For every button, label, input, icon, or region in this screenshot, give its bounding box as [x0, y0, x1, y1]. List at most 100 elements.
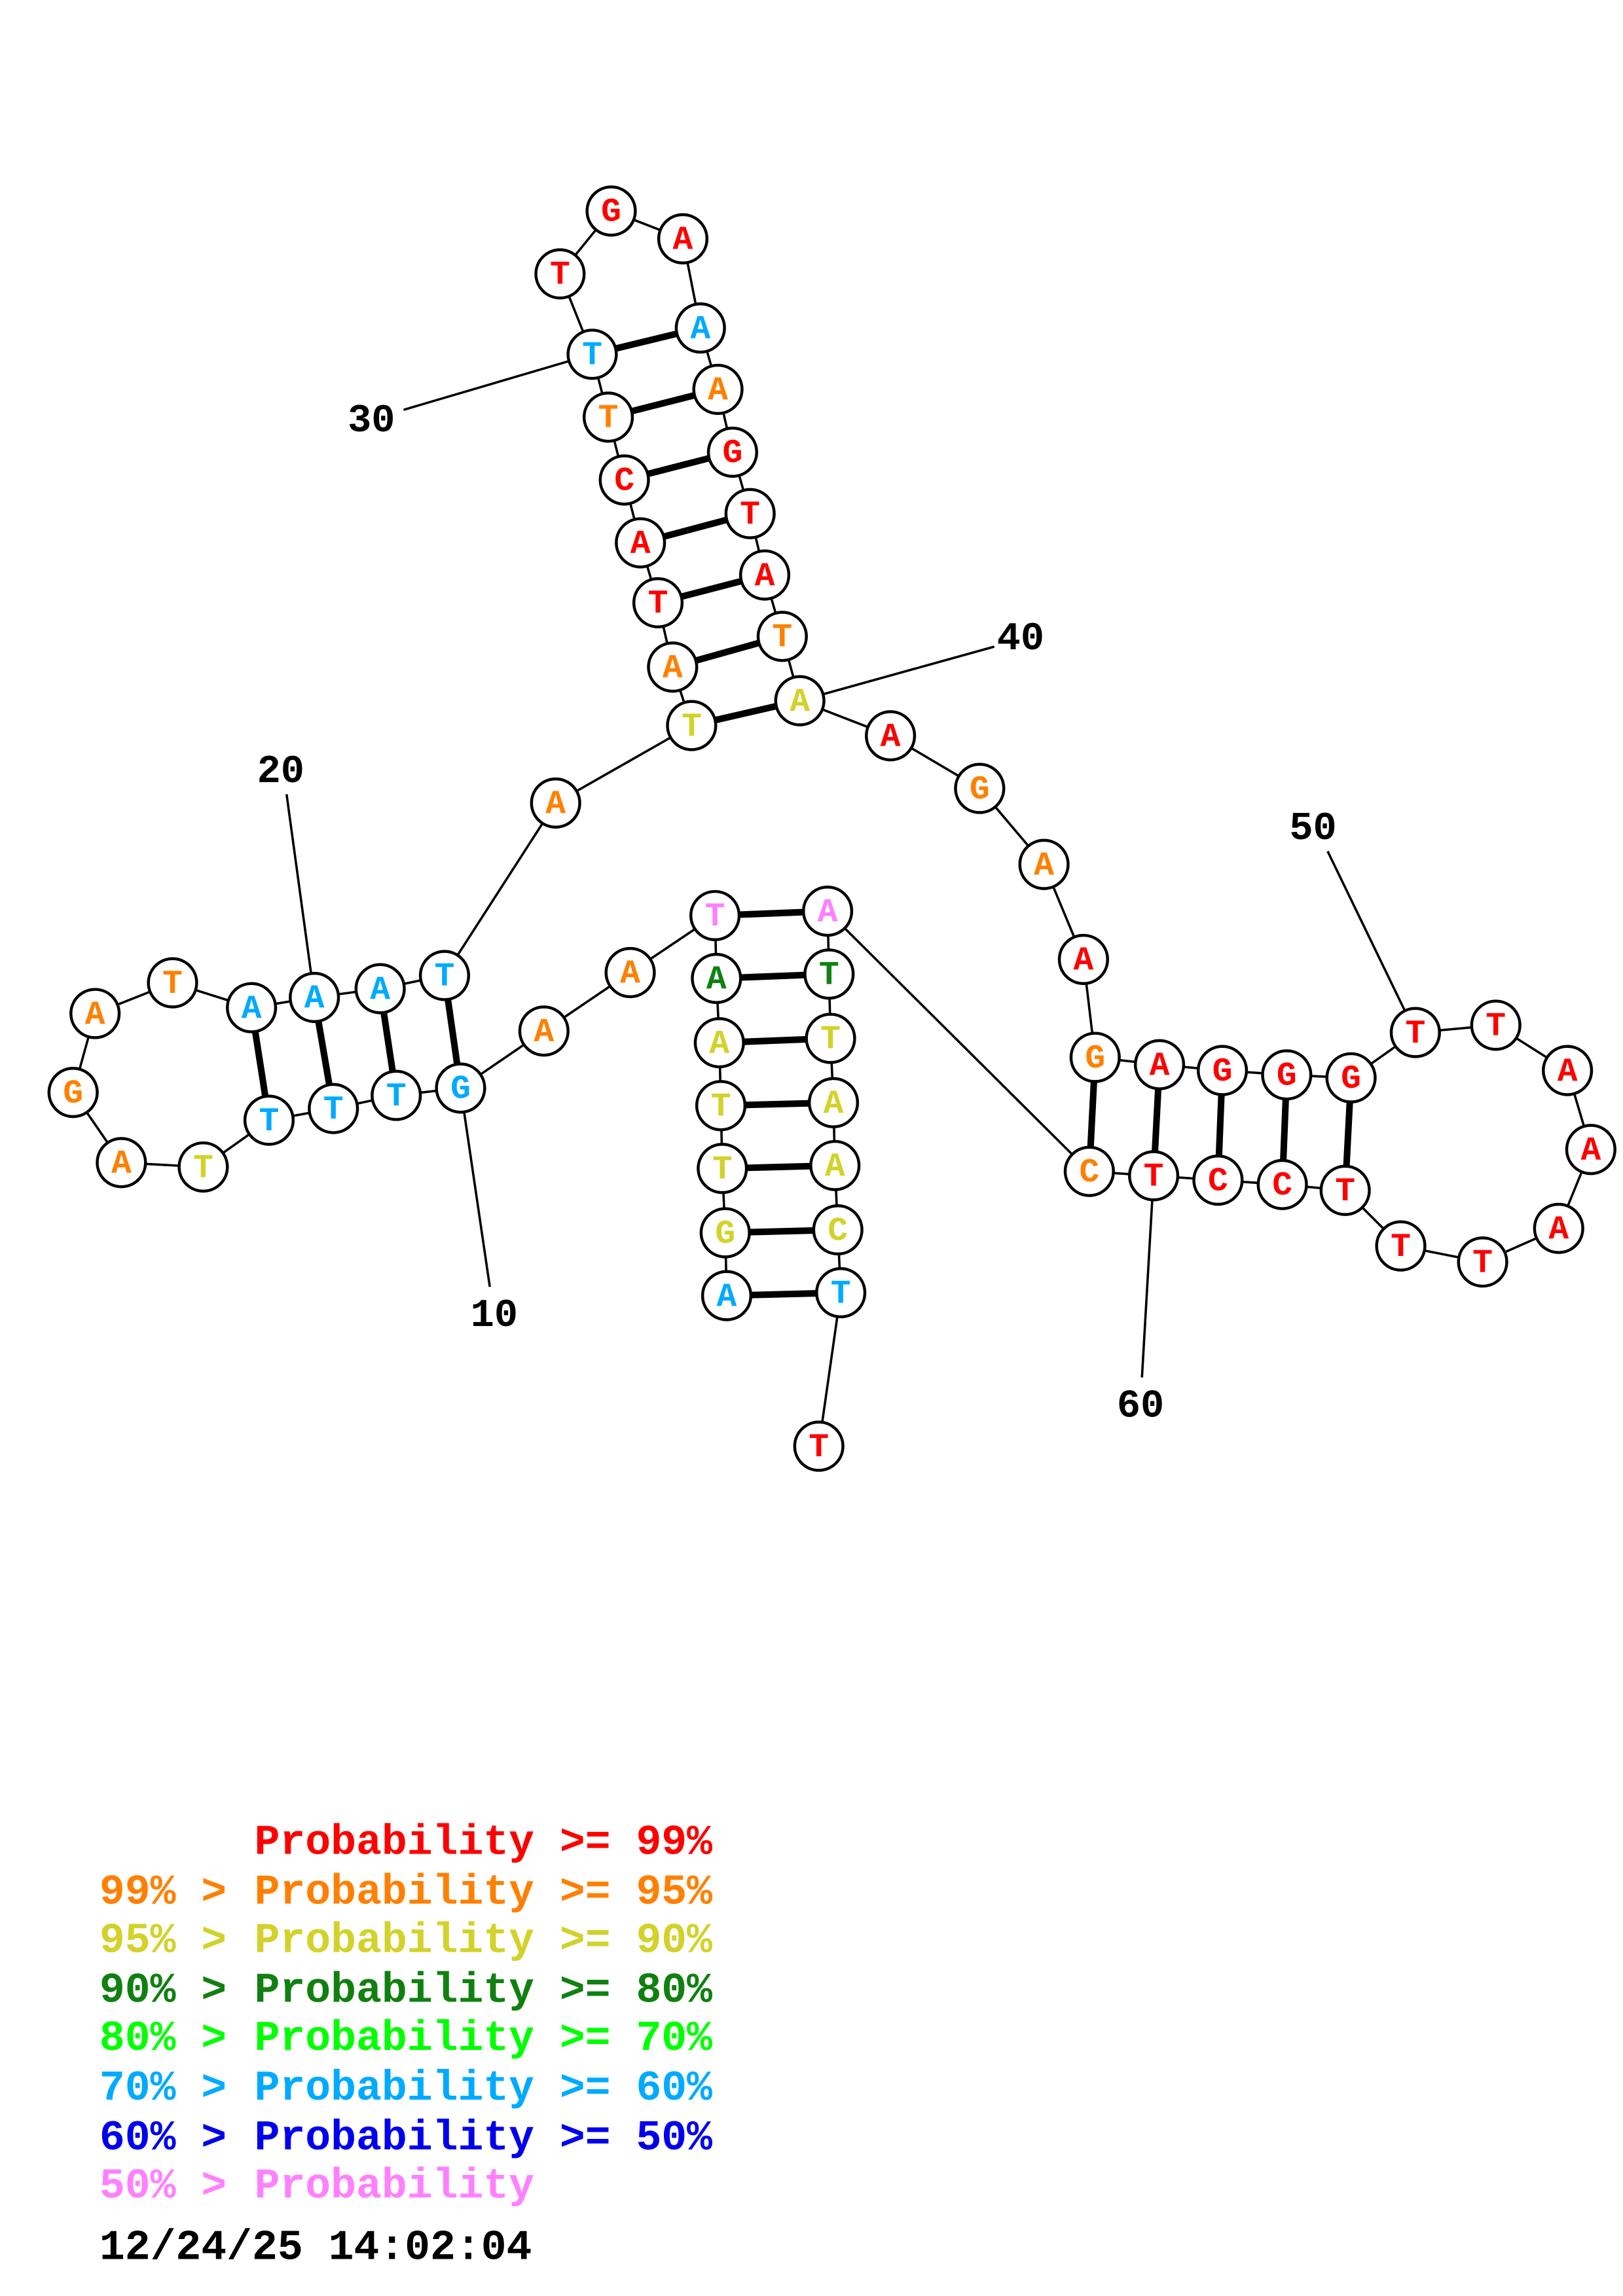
- nucleotide: A: [1565, 1124, 1616, 1175]
- nucleotide-circle: [615, 517, 666, 569]
- nucleotide-letter: T: [712, 1151, 733, 1189]
- nucleotide-letter: T: [1335, 1173, 1355, 1211]
- legend-entry: 80% > Probability >= 70%: [100, 2015, 712, 2063]
- nucleotide-letter: T: [1391, 1229, 1411, 1266]
- nucleotide-circle: [657, 213, 709, 264]
- nucleotide: T: [582, 391, 634, 443]
- nucleotide: A: [1533, 1202, 1584, 1254]
- nucleotide-circle: [805, 1013, 856, 1064]
- nucleotide-circle: [701, 1270, 753, 1321]
- nucleotide-letter: G: [722, 435, 742, 473]
- nucleotide-letter: A: [242, 990, 262, 1028]
- position-label: 40: [997, 617, 1044, 662]
- nucleotide-circle: [706, 426, 758, 478]
- nucleotide-circle: [1256, 1158, 1308, 1210]
- nucleotide-circle: [1389, 1007, 1441, 1058]
- nucleotide-letter: A: [545, 785, 566, 823]
- nucleotide-letter: G: [1085, 1040, 1105, 1078]
- nucleotide-circle: [69, 988, 121, 1039]
- nucleotide-circle: [1261, 1049, 1313, 1101]
- nucleotide-letter: C: [614, 463, 634, 501]
- nucleotide-circle: [739, 549, 791, 601]
- nucleotide-letter: G: [1277, 1058, 1297, 1096]
- nucleotide-letter: A: [755, 558, 775, 596]
- nucleotide: G: [1325, 1052, 1377, 1103]
- nucleotide-circle: [566, 329, 618, 380]
- nucleotide-circle: [418, 950, 471, 1001]
- timestamp: 12/24/25 14:02:04: [100, 2224, 532, 2272]
- nucleotide: T: [418, 950, 471, 1001]
- nucleotide-circle: [308, 1083, 359, 1134]
- legend-text: Probability >= 50%: [255, 2115, 713, 2162]
- nucleotide-circle: [530, 777, 581, 829]
- nucleotide-letter: G: [1341, 1060, 1361, 1098]
- nucleotide-circle: [1063, 1145, 1115, 1197]
- nucleotide: T: [243, 1094, 295, 1146]
- nucleotide-circle: [1325, 1052, 1377, 1103]
- legend-text: Probability >= 90%: [255, 1917, 713, 1965]
- nucleotide-circle: [689, 889, 741, 941]
- nucleotide-letter: A: [534, 1014, 554, 1052]
- nucleotide: A: [739, 549, 791, 601]
- legend-prefix: 50% >: [100, 2163, 252, 2211]
- nucleotide-circle: [289, 971, 340, 1024]
- nucleotide: A: [801, 886, 854, 937]
- nucleotide-circle: [632, 577, 684, 629]
- nucleotide: A: [701, 1270, 753, 1321]
- nucleotide: T: [1457, 1236, 1508, 1288]
- nucleotide-letter: A: [630, 526, 651, 564]
- nucleotide: T: [689, 889, 741, 941]
- nucleotide: T: [756, 611, 808, 662]
- nucleotide-circle: [724, 488, 776, 539]
- legend-entry: 70% > Probability >= 60%: [100, 2065, 712, 2113]
- position-leader-line: [285, 794, 316, 998]
- nucleotide-letter: A: [1073, 942, 1093, 980]
- nucleotide: T: [147, 957, 198, 1009]
- nucleotide-letter: A: [824, 1085, 844, 1123]
- nucleotide-letter: A: [825, 1148, 845, 1186]
- nucleotide-letter: T: [682, 708, 702, 746]
- nucleotide-letter: A: [790, 683, 810, 721]
- nucleotide-circle: [815, 1267, 867, 1319]
- nucleotide: G: [954, 762, 1006, 814]
- position-leader-line: [459, 1088, 491, 1287]
- nucleotide-letter: T: [772, 619, 792, 657]
- nucleotide-circle: [518, 1005, 570, 1057]
- nucleotide: T: [793, 1420, 845, 1472]
- nucleotide: T: [695, 1080, 747, 1132]
- position-label: 50: [1289, 807, 1336, 852]
- nucleotide: T: [1470, 999, 1522, 1051]
- nucleotide-letter: T: [1144, 1158, 1164, 1196]
- nucleotide-letter: T: [259, 1103, 280, 1141]
- position-leader-line: [1140, 1175, 1155, 1378]
- nucleotide: C: [812, 1204, 864, 1256]
- nucleotide-circle: [1133, 1039, 1186, 1090]
- legend-text: Probability >= 60%: [255, 2065, 713, 2113]
- nucleotide-circle: [809, 1139, 861, 1191]
- nucleotide-letter: T: [1405, 1015, 1425, 1053]
- backbone: [71, 209, 1592, 1446]
- nucleotide-letter: T: [819, 956, 839, 994]
- legend-entry: 60% > Probability >= 50%: [100, 2115, 712, 2162]
- nucleotide-circle: [1470, 999, 1522, 1051]
- nucleotide-letter: A: [881, 718, 901, 756]
- nucleotide-circle: [774, 675, 826, 726]
- nucleotide: C: [1192, 1155, 1244, 1206]
- legend-entry: Probability >= 99%: [255, 1820, 713, 1867]
- nucleotide-letter: G: [1213, 1053, 1233, 1091]
- nucleotide: T: [1319, 1164, 1371, 1216]
- nucleotide-circle: [435, 1062, 486, 1114]
- nucleotide-circle: [801, 886, 854, 937]
- nucleotide-letter: A: [708, 372, 728, 410]
- nucleotide-circle: [147, 957, 198, 1009]
- legend-text: Probability >= 95%: [255, 1869, 713, 1917]
- legend-text: Probability >= 70%: [255, 2015, 713, 2063]
- nucleotide-circle: [243, 1094, 295, 1146]
- nucleotide: A: [657, 213, 709, 264]
- nucleotide-circle: [674, 302, 726, 354]
- nucleotide-circle: [693, 1017, 745, 1069]
- legend-text: Probability: [255, 2163, 534, 2211]
- legend-entry: 50% > Probability: [100, 2163, 534, 2211]
- base-pair-bonds: [248, 325, 1355, 1299]
